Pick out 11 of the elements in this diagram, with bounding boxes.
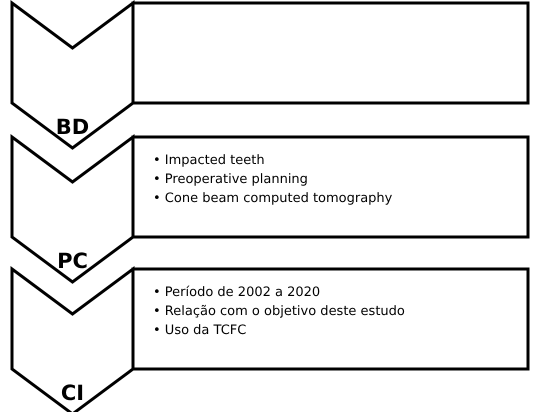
bullet-item: • Preoperative planning bbox=[153, 171, 308, 189]
chevron-shape bbox=[10, 134, 134, 284]
bullet-item: • Impacted teeth bbox=[153, 152, 265, 170]
chevron-label: PC bbox=[56, 249, 89, 273]
bullet-item: • Período de 2002 a 2020 bbox=[153, 284, 320, 302]
chevron-label: BD bbox=[54, 115, 90, 139]
bullet-item: • Uso da TCFC bbox=[153, 322, 246, 340]
bullet-item: • Cone beam computed tomography bbox=[153, 190, 392, 208]
chevron-label: CI bbox=[60, 381, 86, 405]
chevron-shape bbox=[10, 0, 134, 150]
bullet-item: • Relação com o objetivo deste estudo bbox=[153, 303, 405, 321]
